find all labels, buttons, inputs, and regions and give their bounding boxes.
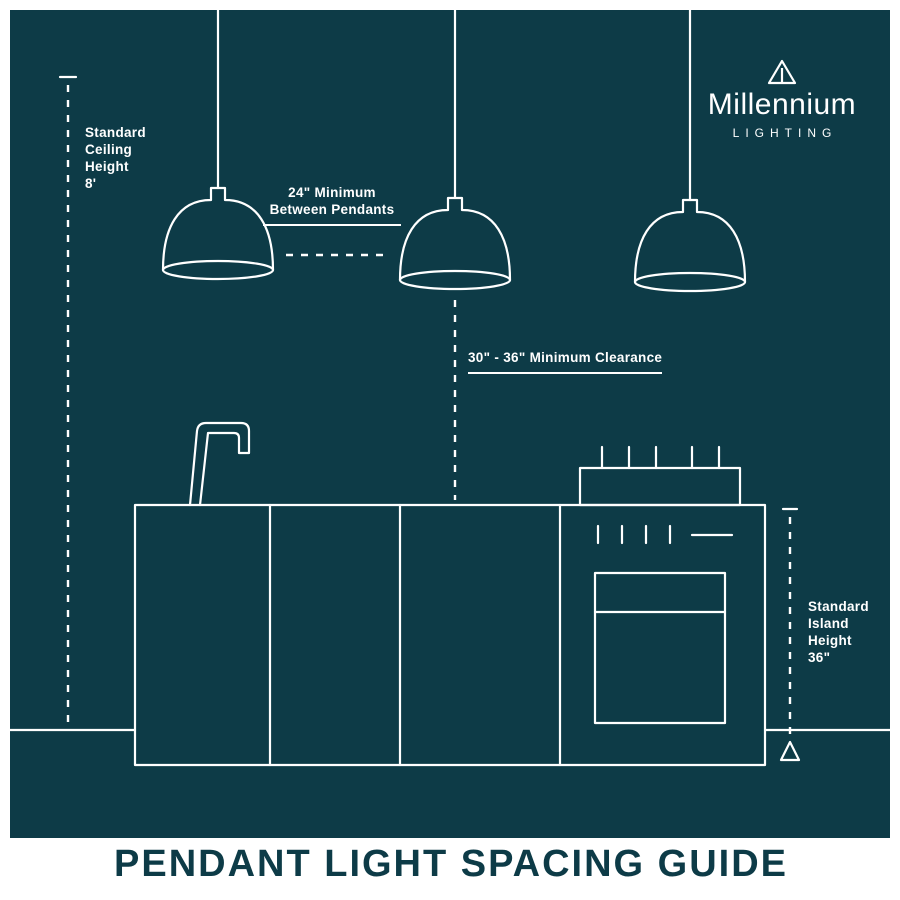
pendant-light-1 xyxy=(161,8,275,281)
pendant-spacing-label: 24" Minimum Between Pendants xyxy=(263,184,401,226)
range xyxy=(578,445,742,725)
footer-bar: PENDANT LIGHT SPACING GUIDE xyxy=(10,838,890,890)
faucet xyxy=(188,421,251,507)
island-height-label: Standard Island Height 36" xyxy=(808,599,869,665)
pendant-light-2 xyxy=(398,8,512,291)
ceiling-height-label: Standard Ceiling Height 8' xyxy=(85,125,146,191)
brand-name: Millennium xyxy=(707,88,857,121)
pendant-shade xyxy=(633,198,747,284)
island-height-dimension xyxy=(779,507,801,762)
range-back-panel xyxy=(578,466,742,507)
arrow-triangle xyxy=(779,740,801,762)
millennium-tent-icon xyxy=(767,59,797,85)
pendant-light-3 xyxy=(633,8,747,293)
diagram-panel xyxy=(10,10,890,838)
oven-door xyxy=(593,571,727,725)
island-body xyxy=(133,503,767,767)
pendant-shade xyxy=(398,196,512,282)
brand-tagline: LIGHTING xyxy=(732,126,838,140)
footer-title: PENDANT LIGHT SPACING GUIDE xyxy=(114,842,788,885)
clearance-label: 30" - 36" Minimum Clearance xyxy=(468,349,663,374)
kitchen-island xyxy=(133,421,767,767)
brand-logo: Millennium LIGHTING xyxy=(696,58,868,140)
ceiling-height-dimension xyxy=(58,75,78,727)
pendant-rim xyxy=(161,259,275,281)
pendant-shade xyxy=(161,186,275,272)
pendant-rim xyxy=(633,271,747,293)
pendant-rim xyxy=(398,269,512,291)
